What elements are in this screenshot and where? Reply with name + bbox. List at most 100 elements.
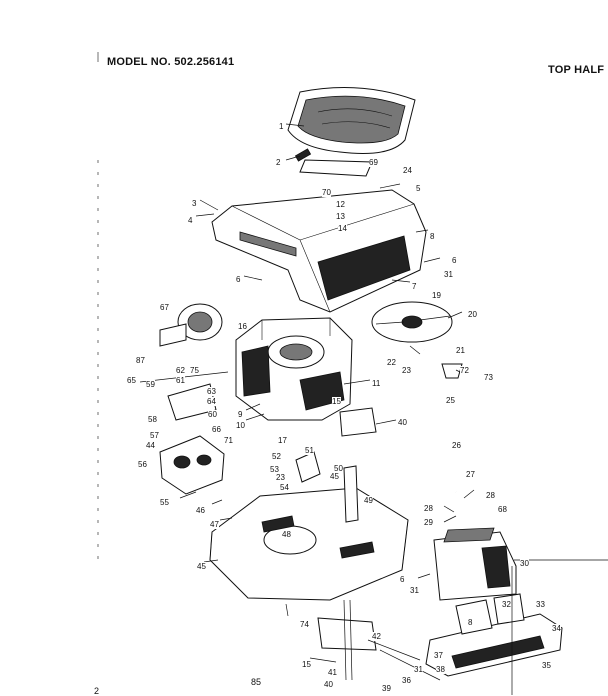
- callout-number: 36: [402, 676, 411, 685]
- seat-bracket: [299, 159, 373, 177]
- callout-number: 34: [552, 624, 561, 633]
- callout-number: 70: [322, 188, 331, 197]
- callout-number: 67: [160, 303, 169, 312]
- callout-number: 27: [466, 470, 475, 479]
- callout-number: 15: [302, 660, 311, 669]
- callout-number: 42: [372, 632, 381, 641]
- callout-number: 37: [434, 651, 443, 660]
- callout-number: 19: [432, 291, 441, 300]
- callout-number: 62: [176, 366, 185, 375]
- seat: [287, 87, 416, 154]
- callout-number: 57: [150, 431, 159, 440]
- callout-number: 6: [236, 275, 241, 284]
- callout-number: 58: [148, 415, 157, 424]
- callout-number: 25: [446, 396, 455, 405]
- callout-number: 40: [398, 418, 407, 427]
- headlight-bracket: [455, 593, 525, 635]
- callout-number: 4: [188, 216, 193, 225]
- callout-number: 22: [387, 358, 396, 367]
- callout-number: 9: [238, 410, 243, 419]
- chassis-frame: [209, 487, 409, 601]
- clutch-pulley: [159, 303, 223, 347]
- callout-number: 72: [460, 366, 469, 375]
- callout-number: 71: [224, 436, 233, 445]
- callout-number: 17: [278, 436, 287, 445]
- callout-number: 10: [236, 421, 245, 430]
- callout-number: 41: [328, 668, 337, 677]
- callout-number: 31: [410, 586, 419, 595]
- callout-number: 55: [160, 498, 169, 507]
- callout-number: 32: [502, 600, 511, 609]
- callout-number: 7: [412, 282, 417, 291]
- callout-number: 53: [270, 465, 279, 474]
- callout-number: 30: [520, 559, 529, 568]
- front-support: [317, 617, 377, 651]
- model-number-label: MODEL NO. 502.256141: [107, 56, 235, 68]
- callout-number: 45: [330, 472, 339, 481]
- callout-number: 69: [369, 158, 378, 167]
- callout-number: 56: [138, 460, 147, 469]
- callout-number: 29: [424, 518, 433, 527]
- callout-number: 47: [210, 520, 219, 529]
- rear-bracket: [339, 407, 377, 437]
- callout-number: 31: [444, 270, 453, 279]
- callout-number: 44: [146, 441, 155, 450]
- seat-spring: [294, 148, 312, 162]
- callout-number: 64: [207, 397, 216, 406]
- callout-number: 21: [456, 346, 465, 355]
- callout-number: 87: [136, 356, 145, 365]
- callout-number: 45: [197, 562, 206, 571]
- callout-number: 6: [452, 256, 457, 265]
- leader-lines: [179, 123, 608, 695]
- callout-number: 1: [279, 122, 284, 131]
- callout-number: 12: [336, 200, 345, 209]
- callout-number: 66: [212, 425, 221, 434]
- hood-grille: [425, 613, 563, 677]
- callout-number: 38: [436, 665, 445, 674]
- callout-number: 59: [146, 380, 155, 389]
- callout-number: 8: [468, 618, 473, 627]
- transmission: [159, 435, 225, 495]
- callout-number: 68: [498, 505, 507, 514]
- callout-number: 28: [486, 491, 495, 500]
- callout-number: 11: [372, 379, 381, 388]
- callout-number: 31: [414, 665, 423, 674]
- callout-number: 65: [127, 376, 136, 385]
- callout-number: 3: [192, 199, 197, 208]
- callout-number: 73: [484, 373, 493, 382]
- callout-number: 14: [338, 224, 347, 233]
- section-label: TOP HALF: [548, 64, 605, 76]
- callout-number: 23: [276, 473, 285, 482]
- fender-body: [211, 189, 427, 313]
- callout-number: 13: [336, 212, 345, 221]
- callout-number: 74: [300, 620, 309, 629]
- page-number: 85: [251, 677, 262, 687]
- callout-number: 2: [276, 158, 281, 167]
- callout-number: 46: [196, 506, 205, 515]
- callout-number: 33: [536, 600, 545, 609]
- callout-number: 5: [416, 184, 421, 193]
- steering-wheel: [371, 301, 453, 343]
- cup: [441, 363, 463, 379]
- pedal-bracket: [295, 451, 321, 483]
- callout-number: 51: [305, 446, 314, 455]
- callout-number: 8: [430, 232, 435, 241]
- callout-number: 61: [176, 376, 185, 385]
- callout-number: 20: [468, 310, 477, 319]
- callout-number: 75: [190, 366, 199, 375]
- callout-number: 60: [208, 410, 217, 419]
- callout-number: 6: [400, 575, 405, 584]
- callout-number: 39: [382, 684, 391, 693]
- callout-number: 35: [542, 661, 551, 670]
- callout-number: 48: [282, 530, 291, 539]
- dash-console: [433, 527, 517, 601]
- callout-number: 52: [272, 452, 281, 461]
- callout-number: 54: [280, 483, 289, 492]
- callout-number: 40: [324, 680, 333, 689]
- callout-number: 16: [238, 322, 247, 331]
- side-rail: [343, 465, 359, 523]
- engine: [235, 317, 353, 421]
- callout-number: 49: [364, 496, 373, 505]
- callout-number: 50: [334, 464, 343, 473]
